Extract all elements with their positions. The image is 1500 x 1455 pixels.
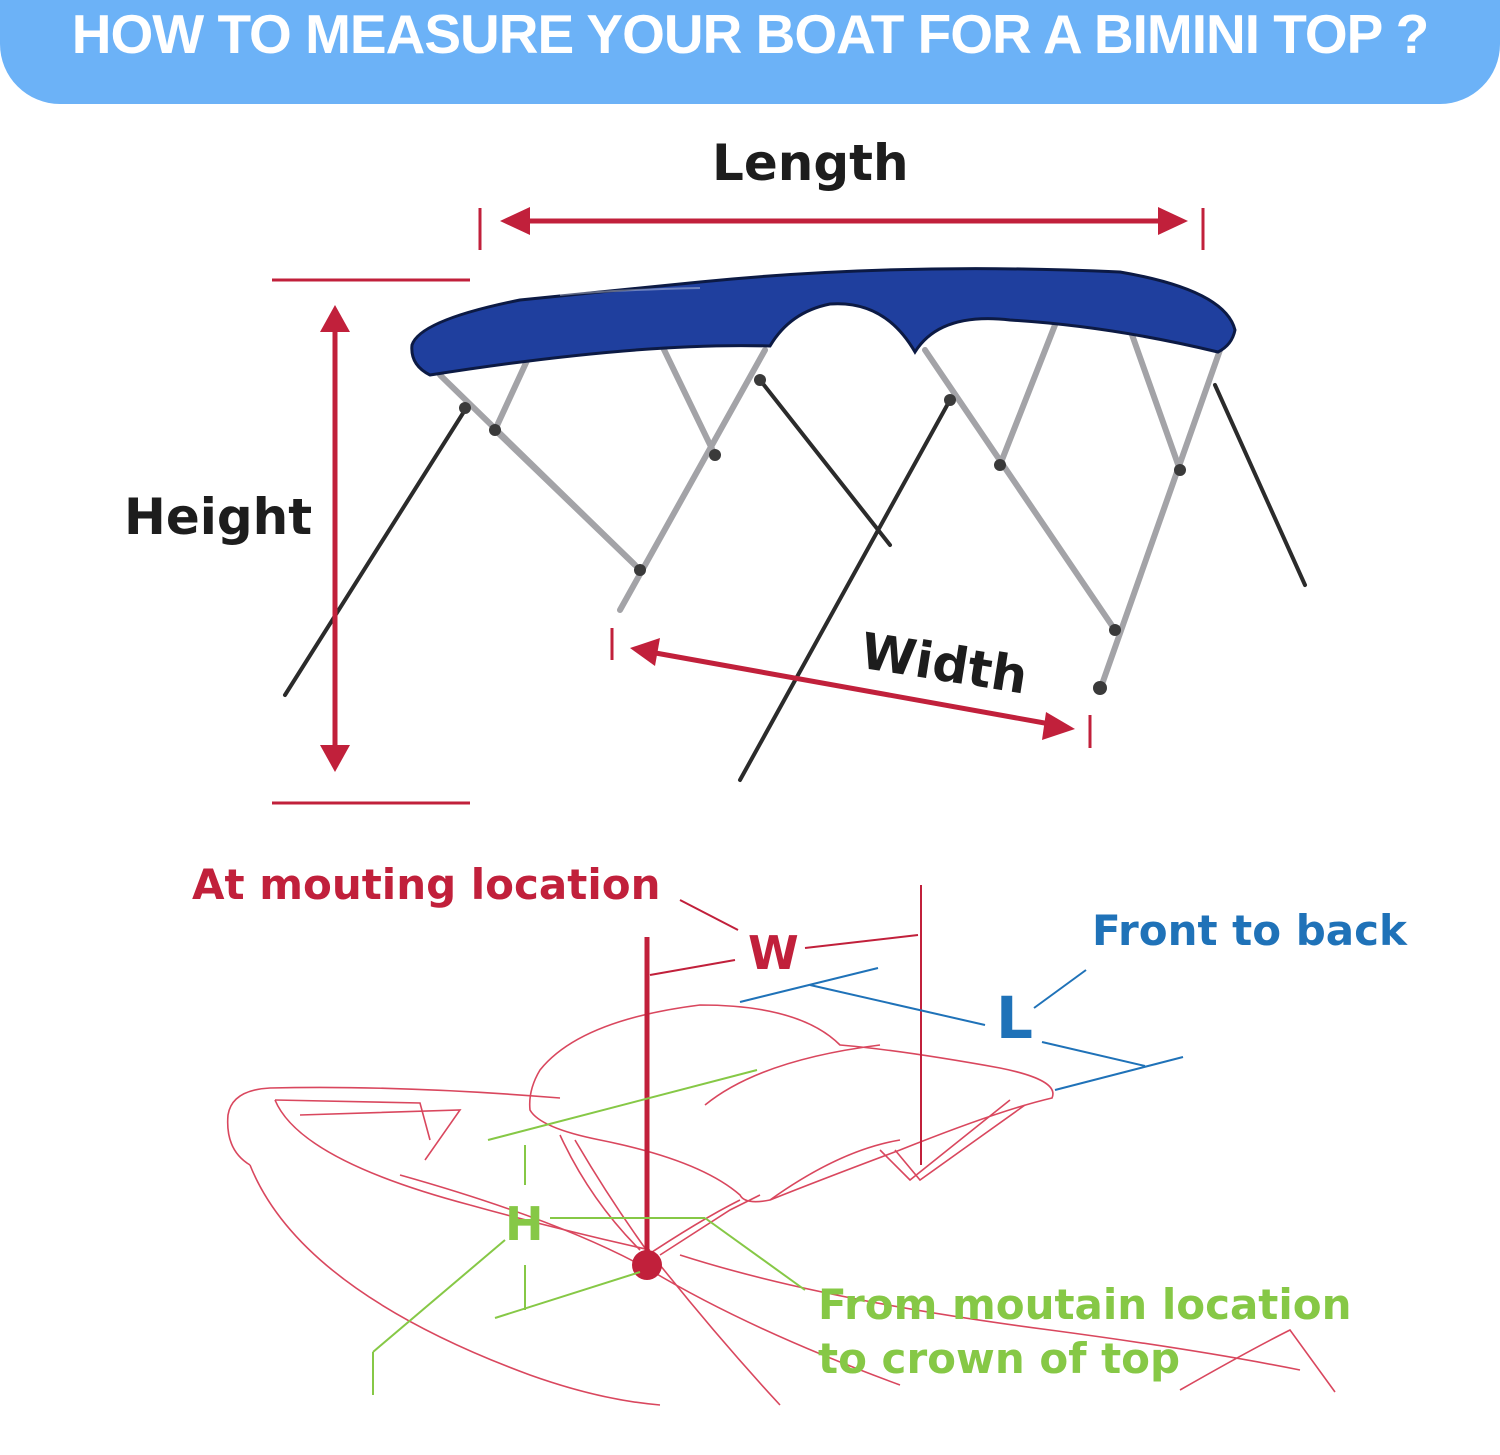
crown-label-line2: to crown of top [818, 1334, 1181, 1383]
boat-measure-lines [372, 885, 1184, 1395]
front-to-back-label: Front to back [1092, 906, 1407, 955]
crown-label-line1: From moutain location [818, 1280, 1352, 1329]
mounting-location-label: At mouting location [192, 860, 661, 909]
bimini-measure-lines [272, 207, 1205, 805]
h-letter: H [505, 1197, 544, 1251]
page-title: HOW TO MEASURE YOUR BOAT FOR A BIMINI TO… [71, 3, 1430, 65]
length-label: Length [712, 134, 909, 192]
title-banner: HOW TO MEASURE YOUR BOAT FOR A BIMINI TO… [0, 0, 1500, 104]
bimini-top-illustration [283, 267, 1307, 782]
w-letter: W [748, 926, 799, 980]
height-label: Height [124, 488, 313, 546]
l-letter: L [996, 984, 1033, 1052]
boat-outline [226, 1004, 1336, 1406]
